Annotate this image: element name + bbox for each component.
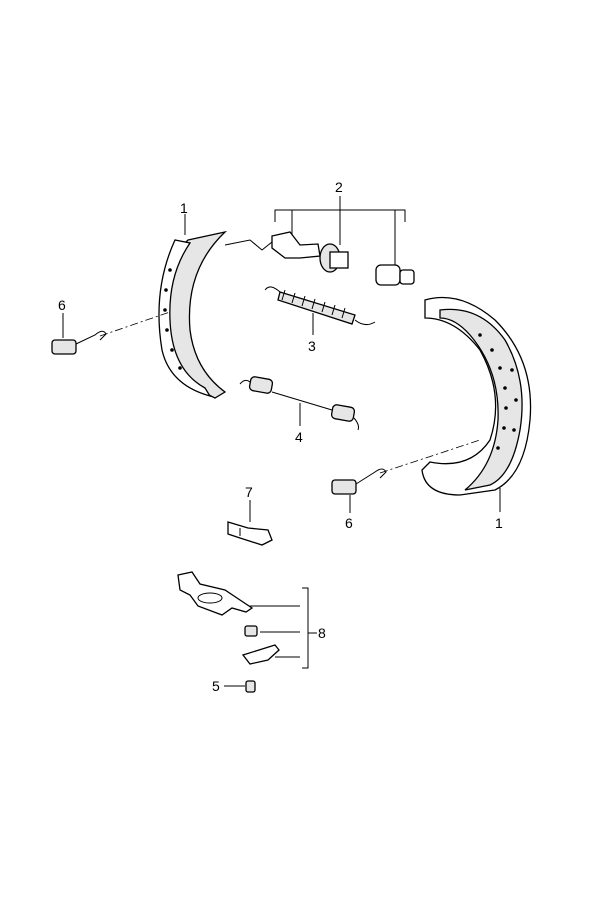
hold-down-spring-left[interactable] [51,330,107,355]
clip[interactable] [227,521,273,546]
callout-2: 2 [335,179,343,195]
upper-spring[interactable] [264,286,376,326]
brake-shoe-left[interactable] [158,230,228,399]
spring-sleeve[interactable] [244,625,258,637]
callout-1-right: 1 [495,515,503,531]
lower-spring[interactable] [239,376,359,431]
callout-6-left: 6 [58,297,66,313]
callout-6-right: 6 [345,515,353,531]
adjuster-sleeve[interactable] [375,264,415,286]
callout-3: 3 [308,338,316,354]
adjuster-screw[interactable] [271,231,321,259]
hold-down-spring-right[interactable] [331,468,387,495]
adjuster-wheel[interactable] [319,243,349,273]
brake-shoe-right[interactable] [421,296,532,496]
leader-line [224,239,273,251]
lever[interactable] [177,571,254,616]
callout-8: 8 [318,625,326,641]
sleeve[interactable] [245,680,256,693]
callout-7: 7 [245,484,253,500]
callout-4: 4 [295,429,303,445]
callout-1-left: 1 [180,200,188,216]
small-lever[interactable] [241,644,280,665]
callout-5: 5 [212,678,220,694]
